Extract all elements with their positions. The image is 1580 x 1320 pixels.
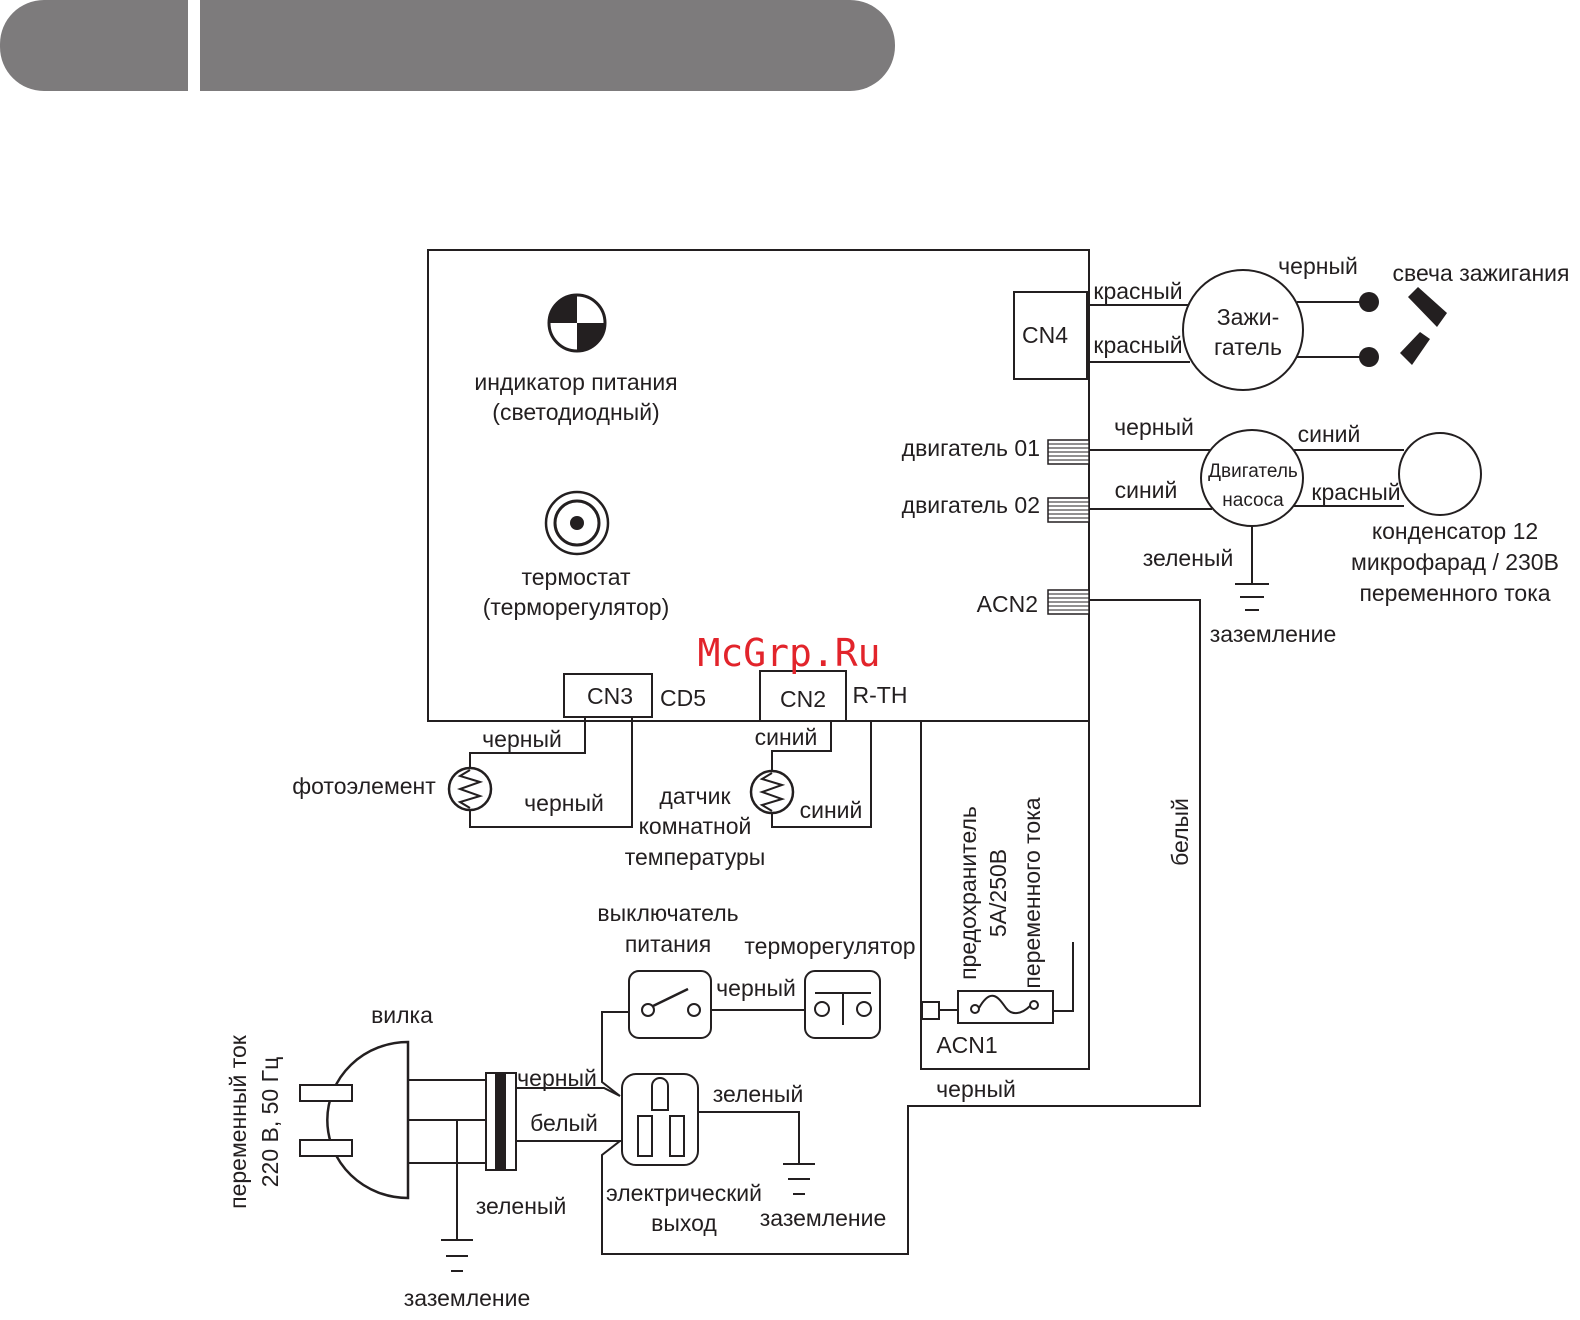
plug-ground-icon (441, 1239, 473, 1272)
igniter-wire-red-2: красный (1093, 332, 1182, 358)
acn1-terminal (921, 1001, 940, 1020)
ac-supply-label-1: переменный ток (225, 1034, 251, 1209)
igniter-circle (1182, 269, 1304, 391)
plug-ground-label: заземление (404, 1285, 531, 1311)
control-board (427, 249, 1090, 722)
outlet-label-2: выход (651, 1210, 717, 1236)
outlet-label-1: электрический (606, 1180, 762, 1206)
pump-wire-blue-out: синий (1298, 421, 1361, 447)
power-indicator-led-icon (547, 293, 607, 353)
acn1-label: ACN1 (936, 1032, 997, 1058)
acn2-connector (1047, 589, 1090, 615)
capacitor-label-3: переменного тока (1359, 580, 1550, 606)
pump-wire-green: зеленый (1143, 545, 1234, 571)
plug-label: вилка (371, 1002, 433, 1028)
cn2-connector (759, 670, 847, 722)
acn2-label: ACN2 (977, 591, 1038, 617)
room-wire-top: синий (755, 724, 818, 750)
power-switch-icon (628, 970, 712, 1039)
electrical-outlet-icon (621, 1073, 699, 1166)
regulator-label: терморегулятор (744, 933, 915, 959)
power-indicator-label-1: индикатор питания (474, 369, 677, 395)
plug-wire-white: белый (530, 1110, 598, 1136)
plug-wire-black: черный (517, 1065, 597, 1091)
capacitor-label-1: конденсатор 12 (1372, 518, 1538, 544)
outlet-wire-green: зеленый (713, 1081, 804, 1107)
room-wire-bottom: синий (800, 797, 863, 823)
cn4-label: CN4 (1022, 322, 1068, 348)
black-bottom-label: черный (936, 1076, 1016, 1102)
header-tab-left (0, 0, 188, 91)
thermostat-label-2: (терморегулятор) (483, 594, 669, 620)
thermostat-knob-icon (544, 490, 610, 556)
white-wire-label: белый (1167, 798, 1193, 866)
header-bar (0, 0, 895, 91)
fuse-label-1: предохранитель (955, 806, 981, 980)
power-indicator-label-2: (светодиодный) (492, 399, 659, 425)
photo-cell-label: фотоэлемент (292, 773, 436, 799)
spark-terminal-top (1359, 292, 1379, 312)
igniter-wire-black: черный (1278, 253, 1358, 279)
igniter-label-1: Зажи- (1217, 304, 1280, 330)
header-tab-right (200, 0, 895, 91)
photo-wire-bottom: черный (524, 790, 604, 816)
cn3-connector (563, 673, 653, 718)
cn3-label: CN3 (587, 683, 633, 709)
fuse-label-3: переменного тока (1019, 797, 1045, 988)
room-sensor-label-1: датчик (659, 783, 731, 809)
room-sensor-icon (749, 769, 795, 815)
fuse-icon (957, 990, 1054, 1024)
fuse-label-2: 5А/250В (985, 849, 1011, 937)
thermostat-label-1: термостат (521, 564, 631, 590)
photo-cell-icon (447, 766, 493, 812)
cn2-label: CN2 (780, 686, 826, 712)
pump-label-2: насоса (1222, 490, 1284, 511)
thermo-regulator-icon (804, 970, 881, 1039)
pump-ground-icon (1235, 583, 1269, 611)
spark-plug-label: свеча зажигания (1393, 260, 1570, 286)
pump-ground-label: заземление (1210, 621, 1337, 647)
outlet-ground-label: заземление (760, 1205, 887, 1231)
plug-wire-green: зеленый (476, 1193, 567, 1219)
pump-label-1: Двигатель (1208, 461, 1298, 482)
capacitor-label-2: микрофарад / 230В (1351, 549, 1559, 575)
outlet-ground-icon (783, 1163, 815, 1195)
room-sensor-label-3: температуры (625, 844, 766, 870)
igniter-label-2: гатель (1214, 334, 1282, 360)
igniter-wire-red-1: красный (1093, 278, 1182, 304)
photo-wire-top: черный (482, 726, 562, 752)
pump-wire-blue-in: синий (1115, 477, 1178, 503)
plug-icon (299, 1040, 410, 1200)
room-sensor-label-2: комнатной (639, 813, 752, 839)
motor01-connector (1047, 439, 1090, 465)
switch-label-1: выключатель (597, 900, 738, 926)
motor02-connector (1047, 497, 1090, 523)
rth-label: R-TH (853, 682, 908, 708)
motor02-label: двигатель 02 (902, 492, 1040, 518)
switch-wire-label: черный (716, 975, 796, 1001)
switch-label-2: питания (625, 931, 711, 957)
spark-terminal-bottom (1359, 347, 1379, 367)
cd5-label: CD5 (660, 685, 706, 711)
watermark: McGrp.Ru (697, 631, 880, 675)
pump-wire-red: красный (1311, 479, 1400, 505)
ac-supply-label-2: 220 В, 50 Гц (257, 1057, 283, 1188)
capacitor-circle (1398, 432, 1482, 516)
pump-wire-black: черный (1114, 414, 1194, 440)
cable-clamp-icon (485, 1072, 517, 1171)
cn4-connector (1013, 291, 1088, 380)
spark-plug-icon (1400, 287, 1447, 365)
motor01-label: двигатель 01 (902, 435, 1040, 461)
